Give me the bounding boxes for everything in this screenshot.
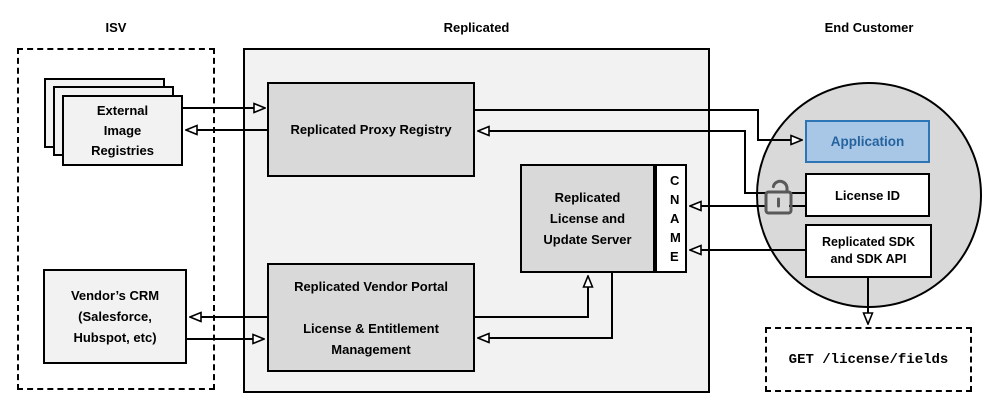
vendors-crm-label: Vendor’s CRM (Salesforce, Hubspot, etc) xyxy=(70,288,160,345)
cname-label: CNAME xyxy=(670,173,681,264)
replicated-license-update-server-label: Replicated License and Update Server xyxy=(543,190,632,247)
node-replicated-vendor-portal: Replicated Vendor Portal License & Entit… xyxy=(267,263,475,372)
node-license-id: License ID xyxy=(805,173,930,217)
get-license-fields-box: GET /license/fields xyxy=(765,327,972,392)
isv-container xyxy=(17,48,215,390)
node-replicated-sdk: Replicated SDK and SDK API xyxy=(805,224,932,278)
node-application: Application xyxy=(805,120,930,163)
replicated-vendor-portal-label: Replicated Vendor Portal License & Entit… xyxy=(294,278,448,357)
section-label-isv: ISV xyxy=(105,20,127,35)
node-cname: CNAME xyxy=(655,164,687,273)
license-id-label: License ID xyxy=(834,187,901,203)
get-license-fields-label: GET /license/fields xyxy=(788,351,949,368)
replicated-sdk-label: Replicated SDK and SDK API xyxy=(821,235,916,266)
application-label: Application xyxy=(830,134,905,149)
node-external-image-registries: External Image Registries xyxy=(62,95,183,166)
external-image-registries-label: External Image Registries xyxy=(91,102,154,158)
node-replicated-license-update-server: Replicated License and Update Server xyxy=(520,164,655,273)
node-vendors-crm: Vendor’s CRM (Salesforce, Hubspot, etc) xyxy=(43,269,187,364)
section-label-end-customer: End Customer xyxy=(824,20,914,35)
section-label-replicated: Replicated xyxy=(443,20,510,35)
node-replicated-proxy-registry: Replicated Proxy Registry xyxy=(267,82,475,177)
replicated-proxy-registry-label: Replicated Proxy Registry xyxy=(290,122,452,137)
